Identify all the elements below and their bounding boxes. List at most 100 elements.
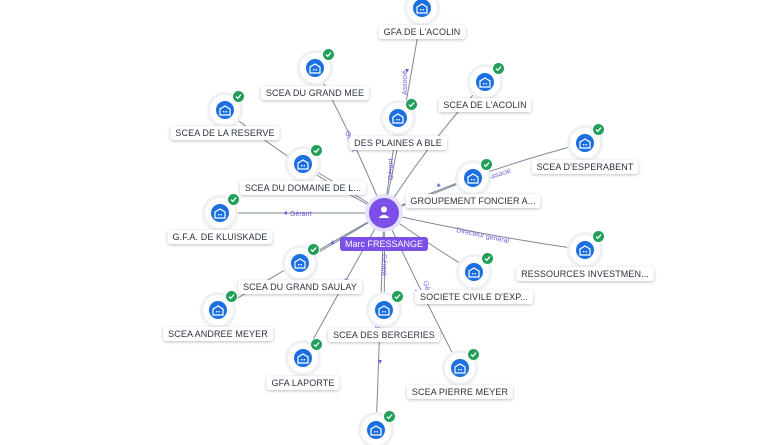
building-icon (212, 305, 224, 316)
company-node[interactable] (205, 193, 240, 228)
company-name-label[interactable]: SCEA PIERRE MEYER (406, 385, 514, 399)
company-node[interactable] (570, 230, 605, 265)
arrow-3 (437, 183, 441, 187)
edge-ressources-investmen (383, 212, 586, 251)
company-name-label[interactable]: SCEA DU GRAND SAULAY (238, 280, 362, 294)
company-icon-disc (465, 263, 483, 281)
check-badge-icon (383, 410, 396, 423)
building-icon (378, 305, 390, 316)
edge-label-associe-top: Associé (402, 70, 409, 95)
person-node[interactable] (369, 198, 399, 229)
company-icon-disc (367, 421, 385, 439)
company-node[interactable] (445, 348, 480, 383)
check-badge-icon (322, 48, 335, 61)
check-badge-icon (391, 290, 404, 303)
company-name-label[interactable]: SCEA ANDREE MEYER (163, 327, 273, 341)
building-icon (370, 425, 382, 436)
company-node[interactable] (210, 90, 245, 125)
company-node[interactable] (288, 338, 323, 373)
company-name-label[interactable]: SCEA DE LA RESERVE (170, 126, 280, 140)
company-name-label[interactable]: SCEA D'ESPERABENT (531, 160, 639, 174)
edge-label-gerant-down: Gérant (380, 254, 387, 275)
check-badge-icon (227, 193, 240, 206)
building-icon (579, 138, 591, 149)
company-name-label[interactable]: SOCIETE CIVILE D'EXP... (415, 290, 533, 304)
company-node[interactable] (458, 158, 493, 193)
arrow-6 (378, 360, 382, 364)
company-node[interactable] (383, 98, 418, 133)
edge-label-gerant-left: Gérant (290, 211, 311, 218)
company-name-label[interactable]: SCEA DE L'ACOLIN (438, 98, 532, 112)
company-node[interactable] (285, 243, 320, 278)
company-icon-disc (294, 349, 312, 367)
company-node[interactable] (369, 290, 404, 325)
company-icon-disc (211, 204, 229, 222)
check-badge-icon (310, 338, 323, 351)
company-node[interactable] (203, 290, 238, 325)
building-icon (297, 353, 309, 364)
company-icon-disc (294, 155, 312, 173)
building-icon (297, 159, 309, 170)
check-badge-icon (310, 144, 323, 157)
arrow-5 (330, 240, 334, 244)
check-badge-icon (492, 62, 505, 75)
check-badge-icon (592, 230, 605, 243)
company-name-label[interactable]: SCEA DU GRAND MEE (260, 86, 370, 100)
building-icon (294, 258, 306, 269)
check-badge-icon (225, 290, 238, 303)
check-badge-icon (480, 158, 493, 171)
company-icon-disc (306, 59, 324, 77)
company-icon-disc (389, 109, 407, 127)
building-icon (454, 363, 466, 374)
company-icon-disc (291, 254, 309, 272)
company-icon-disc (464, 169, 482, 187)
building-icon (392, 113, 404, 124)
edge-scea-du-grand-mee (314, 67, 385, 214)
building-icon (479, 77, 491, 88)
company-icon-disc (476, 73, 494, 91)
person-name-label[interactable]: Marc FRESSANGE (339, 237, 429, 251)
building-icon (467, 173, 479, 184)
company-icon-disc (451, 359, 469, 377)
company-name-label[interactable]: GFA LAPORTE (266, 376, 340, 390)
company-node[interactable] (459, 252, 494, 287)
company-name-label[interactable]: SCEA DES BERGERIES (328, 328, 440, 342)
company-node[interactable] (288, 144, 323, 179)
building-icon (416, 3, 428, 14)
check-badge-icon (467, 348, 480, 361)
arrow-2 (283, 211, 287, 215)
edge-label-ge-right: Gé (421, 280, 431, 291)
company-icon-disc (216, 101, 234, 119)
company-name-label[interactable]: GFA DE L'ACOLIN (378, 25, 466, 39)
company-node[interactable] (361, 410, 396, 445)
check-badge-icon (405, 98, 418, 111)
company-name-label[interactable]: DES PLAINES A BLE (349, 136, 447, 150)
company-icon-disc (413, 0, 431, 17)
company-icon-disc (375, 301, 393, 319)
arrow-1 (405, 69, 409, 73)
company-name-label[interactable]: RESSOURCES INVESTMEN... (516, 267, 654, 281)
check-badge-icon (232, 90, 245, 103)
building-icon (468, 267, 480, 278)
company-name-label[interactable]: GROUPEMENT FONCIER A... (405, 194, 541, 208)
building-icon (214, 208, 226, 219)
company-icon-disc (209, 301, 227, 319)
building-icon (579, 245, 591, 256)
company-node[interactable] (470, 62, 505, 97)
check-badge-icon (481, 252, 494, 265)
building-icon (219, 105, 231, 116)
company-name-label[interactable]: SCEA DU DOMAINE DE L... (239, 181, 367, 195)
company-icon-disc (576, 134, 594, 152)
person-icon (378, 206, 390, 218)
company-name-label[interactable]: G.F.A. DE KLUISKADE (167, 230, 273, 244)
map-pin-tail (380, 223, 388, 229)
company-icon-disc (576, 241, 594, 259)
building-icon (309, 63, 321, 74)
company-node[interactable] (570, 123, 605, 158)
edge-label-directeur-general: Directeur général (456, 227, 510, 245)
company-node[interactable] (300, 48, 335, 83)
company-node[interactable] (407, 0, 442, 23)
edge-label-gerant-mid: Gérant (388, 159, 395, 180)
check-badge-icon (592, 123, 605, 136)
check-badge-icon (307, 243, 320, 256)
